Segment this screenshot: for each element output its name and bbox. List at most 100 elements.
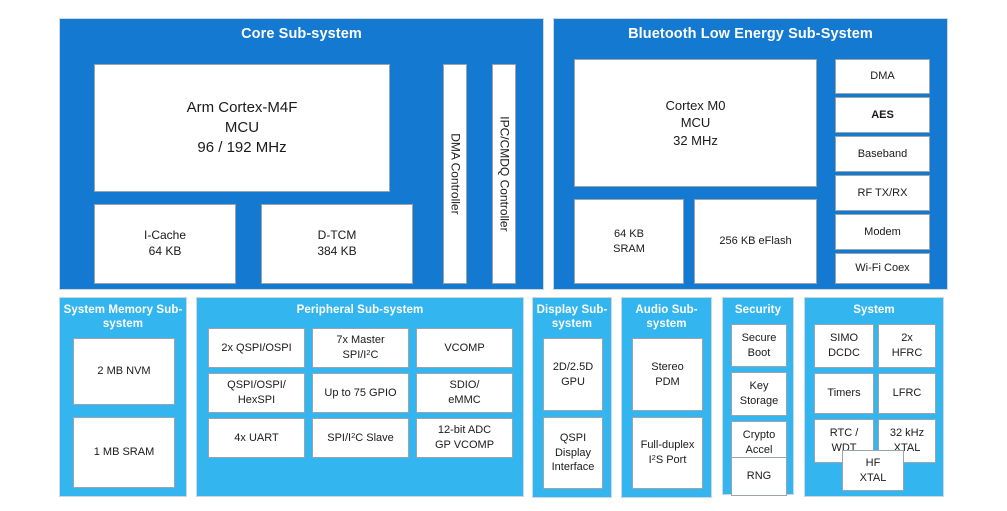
ble-subsystem-title: Bluetooth Low Energy Sub-System — [628, 26, 873, 42]
audio-title-line2: Sub-system — [646, 304, 698, 330]
peripheral-5-line1: SDIO/ — [449, 379, 480, 392]
core-subsystem-title: Core Sub-system — [241, 26, 362, 42]
peripheral-5-line2: eMMC — [448, 394, 481, 406]
block-peripheral-7x-master-spi-i2c: 7x Master SPI/I2C — [312, 328, 409, 368]
system-subsystem-title: System — [853, 304, 895, 316]
security-1-line1: Key — [749, 380, 769, 393]
peripheral-6-line1: 4x UART — [234, 431, 279, 444]
block-audio-i2s-port: Full-duplex I2S Port — [632, 417, 703, 489]
block-display-qspi-interface: QSPI Display Interface — [543, 417, 603, 489]
panel-audio-subsystem: Audio Sub-system Stereo PDM Full-duplex … — [621, 297, 712, 498]
system-5-line1: 32 kHz — [889, 427, 925, 440]
panel-core-subsystem: Core Sub-system Arm Cortex-M4F MCU 96 / … — [59, 18, 544, 290]
system-3-line1: LFRC — [892, 387, 922, 400]
system-0-line1: SIMO — [829, 332, 859, 345]
peripheral-1-line1: 7x Master — [336, 334, 385, 347]
block-dma-controller: DMA Controller — [443, 64, 467, 284]
block-i-cache: I-Cache 64 KB — [94, 204, 236, 284]
system-6-line1: HF — [865, 456, 881, 469]
security-subsystem-title: Security — [734, 304, 782, 316]
ble-sram-line1: 64 KB — [614, 227, 644, 240]
audio-pdm-line2: PDM — [655, 375, 680, 388]
system-memory-subsystem-title: System Memory Sub-system — [60, 304, 186, 331]
display-title-line1: Display — [536, 304, 579, 316]
panel-system-subsystem: System SIMO DCDC 2x HFRC Timers LFRC — [804, 297, 944, 497]
cortex-m0-line3: 32 MHz — [673, 132, 718, 148]
block-security-key-storage: Key Storage — [731, 372, 787, 416]
block-arm-cortex-m4f-mcu: Arm Cortex-M4F MCU 96 / 192 MHz — [94, 64, 390, 192]
ble-baseband-label: Baseband — [857, 147, 908, 160]
block-ble-dma: DMA — [835, 59, 930, 94]
system-4-line1: RTC / — [829, 427, 859, 440]
block-peripheral-adc-gp-vcomp: 12-bit ADC GP VCOMP — [416, 418, 513, 458]
block-cortex-m0-mcu: Cortex M0 MCU 32 MHz — [574, 59, 817, 187]
display-subsystem-title: Display Sub-system — [533, 304, 611, 331]
panel-peripheral-subsystem: Peripheral Sub-system 2x QSPI/OSPI 7x Ma… — [196, 297, 524, 497]
block-system-simo-dcdc: SIMO DCDC — [814, 324, 874, 368]
peripheral-7-line1: SPI/I2C Slave — [327, 430, 394, 444]
sram-label: 1 MB SRAM — [93, 446, 155, 459]
panel-system-memory-subsystem: System Memory Sub-system 2 MB NVM 1 MB S… — [59, 297, 187, 497]
peripheral-0-line1: 2x QSPI/OSPI — [221, 341, 292, 354]
block-ble-aes: AES — [835, 97, 930, 133]
block-ble-rf-tx-rx: RF TX/RX — [835, 175, 930, 211]
ble-wifi-coex-label: Wi-Fi Coex — [855, 262, 910, 275]
block-display-gpu: 2D/2.5D GPU — [543, 338, 603, 411]
system-1-line1: 2x — [901, 332, 913, 345]
audio-title-line1: Audio — [635, 304, 669, 316]
block-security-rng: RNG — [731, 457, 787, 496]
display-title-line2: Sub-system — [551, 304, 608, 330]
system-0-line2: DCDC — [828, 347, 860, 359]
block-peripheral-vcomp: VCOMP — [416, 328, 513, 368]
block-ble-sram: 64 KB SRAM — [574, 199, 684, 284]
block-peripheral-uart: 4x UART — [208, 418, 305, 458]
panel-ble-subsystem: Bluetooth Low Energy Sub-System Cortex M… — [553, 18, 948, 290]
security-1-line2: Storage — [739, 395, 779, 407]
system-6-line2: XTAL — [859, 471, 887, 484]
block-peripheral-qspi-ospi-hexspi: QSPI/OSPI/ HexSPI — [208, 373, 305, 413]
audio-subsystem-title: Audio Sub-system — [622, 304, 711, 331]
block-system-timers: Timers — [814, 373, 874, 414]
panel-display-subsystem: Display Sub-system 2D/2.5D GPU QSPI Disp… — [532, 297, 612, 498]
block-system-rtc-wdt: RTC / WDT — [814, 419, 874, 463]
ble-modem-label: Modem — [864, 225, 901, 238]
block-peripheral-gpio: Up to 75 GPIO — [312, 373, 409, 413]
arm-cortex-m4f-line2: MCU — [224, 119, 260, 137]
peripheral-1-line2: SPI/I2C — [342, 347, 379, 361]
block-peripheral-qspi-ospi: 2x QSPI/OSPI — [208, 328, 305, 368]
display-interface-line3: Interface — [551, 461, 595, 474]
block-ble-modem: Modem — [835, 214, 930, 250]
peripheral-4-line1: Up to 75 GPIO — [324, 386, 397, 399]
audio-i2s-line2: I2S Port — [648, 452, 687, 466]
security-0-line1: Secure — [741, 331, 777, 344]
block-1mb-sram: 1 MB SRAM — [73, 417, 175, 488]
security-2-line2: Accel — [745, 443, 773, 456]
block-2mb-nvm: 2 MB NVM — [73, 338, 175, 405]
ble-aes-label: AES — [871, 108, 894, 121]
peripheral-8-line1: 12-bit ADC — [437, 424, 492, 437]
d-tcm-line1: D-TCM — [317, 228, 357, 243]
ble-dma-label: DMA — [870, 70, 895, 83]
block-peripheral-spi-i2c-slave: SPI/I2C Slave — [312, 418, 409, 458]
block-system-lfrc: LFRC — [878, 373, 936, 414]
d-tcm-line2: 384 KB — [317, 244, 357, 258]
cortex-m0-line1: Cortex M0 — [665, 98, 726, 114]
peripheral-8-line2: GP VCOMP — [434, 439, 495, 451]
block-ble-eflash: 256 KB eFlash — [694, 199, 817, 284]
system-2-line1: Timers — [827, 387, 861, 400]
display-gpu-line1: 2D/2.5D — [552, 360, 594, 373]
block-ble-baseband: Baseband — [835, 136, 930, 172]
block-security-crypto-accel: Crypto Accel — [731, 421, 787, 464]
block-peripheral-sdio-emmc: SDIO/ eMMC — [416, 373, 513, 413]
ble-rf-tx-rx-label: RF TX/RX — [857, 186, 908, 199]
audio-i2s-line1: Full-duplex — [640, 439, 695, 452]
cortex-m0-line2: MCU — [680, 115, 711, 131]
block-system-hf-xtal: HF XTAL — [842, 450, 904, 491]
security-2-line1: Crypto — [742, 428, 776, 441]
i-cache-line2: 64 KB — [148, 244, 182, 258]
ble-eflash-label: 256 KB eFlash — [719, 235, 792, 248]
arm-cortex-m4f-line3: 96 / 192 MHz — [197, 138, 287, 156]
display-gpu-line2: GPU — [561, 375, 585, 388]
display-interface-line2: Display — [554, 446, 592, 459]
block-system-2x-hfrc: 2x HFRC — [878, 324, 936, 368]
